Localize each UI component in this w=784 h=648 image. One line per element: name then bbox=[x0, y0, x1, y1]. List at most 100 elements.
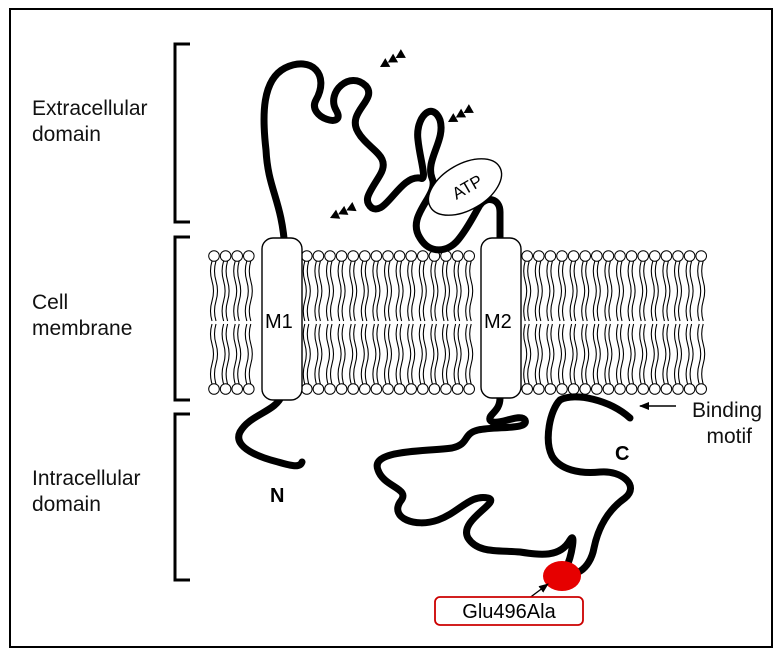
lipid-head bbox=[383, 251, 394, 262]
lipid-tail bbox=[563, 261, 566, 321]
lipid-tail bbox=[640, 261, 643, 321]
lipid-tail bbox=[435, 324, 438, 384]
lipid-head bbox=[452, 384, 463, 395]
domain-brackets bbox=[175, 44, 190, 580]
lipid-head bbox=[638, 384, 649, 395]
lipid-tail bbox=[315, 261, 318, 321]
lipid-head bbox=[336, 384, 347, 395]
lipid-tail bbox=[698, 261, 701, 321]
lipid-tail bbox=[447, 324, 450, 384]
c-terminus-label: C bbox=[615, 443, 629, 465]
lipid-tail bbox=[466, 324, 469, 384]
lipid-tail bbox=[690, 261, 693, 321]
lipid-head bbox=[650, 384, 661, 395]
lipid-head bbox=[592, 384, 603, 395]
lipid-tail bbox=[338, 324, 341, 384]
intracellular-loop bbox=[377, 398, 573, 568]
lipid-tail bbox=[245, 324, 248, 384]
lipid-tail bbox=[222, 324, 225, 384]
lipid-tail bbox=[249, 324, 252, 384]
lipid-tail bbox=[535, 261, 538, 321]
lipid-tail bbox=[586, 324, 589, 384]
lipid-head bbox=[418, 384, 429, 395]
lipid-tail bbox=[234, 324, 237, 384]
lipid-tail bbox=[470, 324, 473, 384]
lipid-tail bbox=[419, 324, 422, 384]
lipid-head bbox=[534, 384, 545, 395]
lipid-head bbox=[661, 384, 672, 395]
lipid-tail bbox=[655, 324, 658, 384]
lipid-tail bbox=[331, 324, 334, 384]
mutation-dot bbox=[543, 561, 581, 591]
lipid-tail bbox=[354, 324, 357, 384]
extracellular-loop bbox=[264, 64, 500, 250]
lipid-head bbox=[603, 251, 614, 262]
triple-arrowhead-icon bbox=[446, 104, 474, 126]
triple-arrowhead-icon bbox=[328, 202, 357, 222]
lipid-head bbox=[696, 384, 707, 395]
lipid-tail bbox=[551, 324, 554, 384]
lipid-tail bbox=[226, 324, 229, 384]
lipid-tail bbox=[238, 261, 241, 321]
lipid-tail bbox=[702, 261, 705, 321]
lipid-tail bbox=[238, 324, 241, 384]
lipid-tail bbox=[338, 261, 341, 321]
n-terminus-label: N bbox=[270, 485, 284, 507]
lipid-head bbox=[313, 251, 324, 262]
lipid-tail bbox=[315, 324, 318, 384]
lipid-tail bbox=[605, 261, 608, 321]
lipid-tail bbox=[640, 324, 643, 384]
lipid-tail bbox=[373, 261, 376, 321]
mutation-marker: Glu496Ala bbox=[435, 561, 583, 625]
lipid-tail bbox=[226, 261, 229, 321]
lipid-head bbox=[394, 384, 405, 395]
lipid-tail bbox=[423, 261, 426, 321]
lipid-head bbox=[661, 251, 672, 262]
lipid-head bbox=[603, 384, 614, 395]
lipid-head bbox=[394, 251, 405, 262]
lipid-head bbox=[534, 251, 545, 262]
lipid-tail bbox=[361, 324, 364, 384]
lipid-head bbox=[626, 384, 637, 395]
lipid-tail bbox=[389, 324, 392, 384]
lipid-head bbox=[673, 251, 684, 262]
lipid-tail bbox=[331, 261, 334, 321]
lipid-tail bbox=[667, 261, 670, 321]
lipid-tail bbox=[524, 324, 527, 384]
lipid-head bbox=[302, 384, 313, 395]
lipid-head bbox=[464, 251, 475, 262]
lipid-tail bbox=[408, 324, 411, 384]
lipid-head bbox=[557, 384, 568, 395]
lipid-tail bbox=[651, 324, 654, 384]
lipid-tail bbox=[644, 324, 647, 384]
lipid-tail bbox=[644, 261, 647, 321]
helix-m2: M2 bbox=[481, 238, 521, 398]
lipid-head bbox=[452, 251, 463, 262]
lipid-tail bbox=[667, 324, 670, 384]
lipid-head bbox=[615, 251, 626, 262]
lipid-tail bbox=[597, 324, 600, 384]
lipid-head bbox=[348, 251, 359, 262]
n-terminal-tail bbox=[239, 395, 302, 466]
lipid-tail bbox=[327, 261, 330, 321]
lipid-head bbox=[626, 251, 637, 262]
lipid-tail bbox=[303, 324, 306, 384]
lipid-tail bbox=[470, 261, 473, 321]
lipid-tail bbox=[408, 261, 411, 321]
lipid-tail bbox=[389, 261, 392, 321]
lipid-tail bbox=[679, 261, 682, 321]
lipid-tail bbox=[675, 324, 678, 384]
lipid-head bbox=[371, 384, 382, 395]
lipid-tail bbox=[419, 261, 422, 321]
lipid-tail bbox=[528, 324, 531, 384]
lipid-tail bbox=[319, 261, 322, 321]
lipid-head bbox=[568, 251, 579, 262]
lipid-head bbox=[244, 384, 255, 395]
lipid-tail bbox=[655, 261, 658, 321]
lipid-tail bbox=[435, 261, 438, 321]
lipid-tail bbox=[621, 324, 624, 384]
lipid-tail bbox=[663, 261, 666, 321]
lipid-head bbox=[209, 251, 220, 262]
lipid-head bbox=[580, 384, 591, 395]
lipid-tail bbox=[574, 324, 577, 384]
